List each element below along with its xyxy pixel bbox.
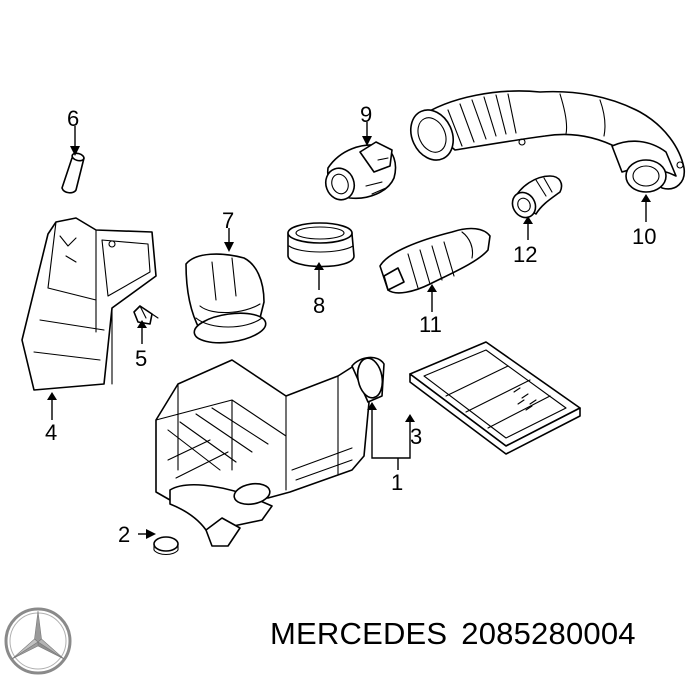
callout-3: 3 bbox=[410, 424, 422, 449]
part-intake-duct bbox=[410, 90, 686, 193]
callout-4: 4 bbox=[45, 420, 57, 445]
leader-lines bbox=[47, 122, 651, 539]
mercedes-star-icon bbox=[4, 607, 72, 675]
part-clip bbox=[133, 305, 159, 325]
part-number: 2085280004 bbox=[461, 616, 636, 651]
callout-6: 6 bbox=[67, 106, 79, 131]
callout-7: 7 bbox=[222, 208, 234, 233]
part-rubber-elbow bbox=[185, 253, 267, 344]
part-air-guide-shroud bbox=[21, 217, 157, 391]
part-filter-housing bbox=[155, 356, 385, 547]
callout-12: 12 bbox=[513, 242, 537, 267]
callout-5: 5 bbox=[135, 346, 147, 371]
callout-labels: 1 2 3 4 5 6 7 8 9 10 11 12 bbox=[45, 102, 656, 547]
part-air-filter bbox=[409, 341, 581, 455]
part-resonator bbox=[379, 227, 491, 294]
callout-10: 10 bbox=[632, 224, 656, 249]
part-grommet bbox=[153, 536, 179, 556]
part-seal-ring bbox=[287, 222, 355, 268]
callout-9: 9 bbox=[360, 102, 372, 127]
brand-name: MERCEDES bbox=[270, 616, 448, 651]
callout-8: 8 bbox=[313, 293, 325, 318]
part-vent-tube bbox=[61, 152, 85, 194]
callout-1: 1 bbox=[391, 470, 403, 495]
part-elbow-hose bbox=[511, 175, 563, 219]
part-air-mass-sensor bbox=[324, 141, 397, 201]
callout-2: 2 bbox=[118, 522, 130, 547]
callout-11: 11 bbox=[419, 312, 442, 337]
part-reference: MERCEDES 2085280004 bbox=[270, 616, 650, 652]
